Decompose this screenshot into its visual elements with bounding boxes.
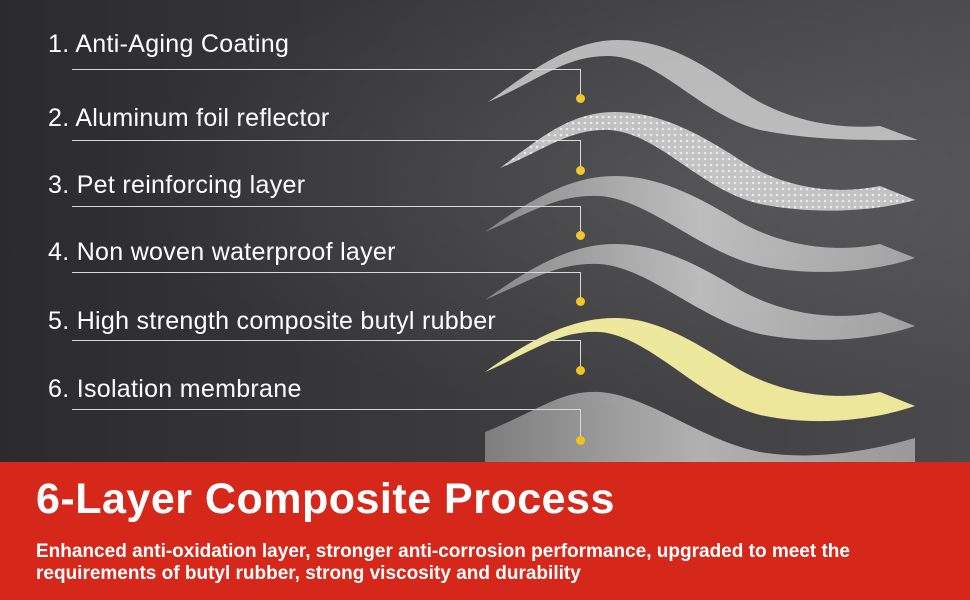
layer-stack-illustration (485, 40, 918, 462)
leader-drop-3 (580, 206, 581, 234)
leader-line-3 (72, 206, 580, 207)
marker-dot-5 (576, 366, 585, 375)
marker-dot-2 (576, 166, 585, 175)
layer-diagram-stage: 1. Anti-Aging Coating 2. Aluminum foil r… (0, 0, 970, 462)
marker-dot-3 (576, 231, 585, 240)
red-banner (0, 462, 970, 600)
leader-drop-1 (580, 69, 581, 97)
banner-title: 6-Layer Composite Process (36, 475, 615, 523)
sheet-anti-aging (488, 40, 918, 141)
layer-label-3: 3. Pet reinforcing layer (48, 171, 306, 199)
layer-label-1: 1. Anti-Aging Coating (48, 30, 290, 58)
leader-line-5 (72, 340, 580, 341)
layer-label-5: 5. High strength composite butyl rubber (48, 307, 497, 335)
marker-dot-6 (576, 436, 585, 445)
layer-label-6: 6. Isolation membrane (48, 375, 302, 403)
marker-dot-4 (576, 297, 585, 306)
leader-line-2 (72, 140, 580, 141)
marker-dot-1 (576, 94, 585, 103)
leader-drop-4 (580, 272, 581, 300)
sheet-butyl-rubber (485, 318, 915, 422)
leader-drop-2 (580, 140, 581, 169)
layer-label-2: 2. Aluminum foil reflector (48, 104, 330, 132)
banner-description: Enhanced anti-oxidation layer, stronger … (36, 541, 850, 584)
leader-drop-6 (580, 409, 581, 439)
layer-label-4: 4. Non woven waterproof layer (48, 238, 396, 266)
sheet-non-woven (485, 244, 915, 340)
sheet-aluminum-foil (500, 112, 915, 211)
leader-line-1 (72, 69, 580, 70)
leader-line-6 (72, 409, 580, 410)
sheet-pet (485, 176, 915, 272)
leader-line-4 (72, 272, 580, 273)
sheet-isolation-membrane (485, 391, 915, 462)
leader-drop-5 (580, 340, 581, 369)
